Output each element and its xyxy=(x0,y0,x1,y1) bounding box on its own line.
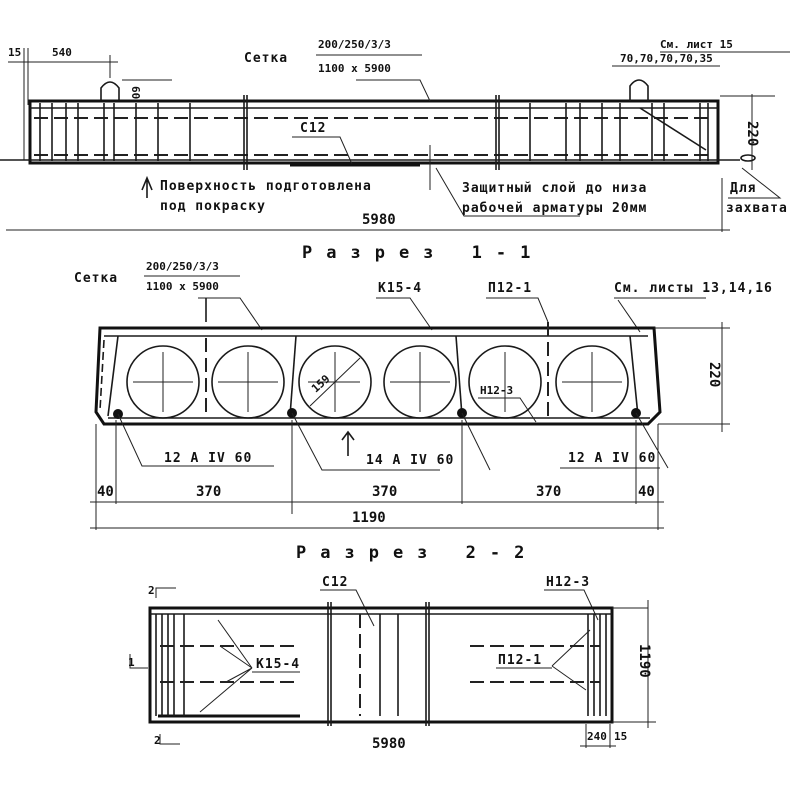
mesh-label: Сетка xyxy=(244,51,288,66)
mesh-spec-bottom-section: 1100 x 5900 xyxy=(146,280,219,293)
lifting-loop-left-icon xyxy=(100,81,120,101)
cut-mark-side: 1 xyxy=(128,656,135,669)
cover-note-line2: рабочей арматуры 20мм xyxy=(462,201,647,216)
frame-p12-label: П12-1 xyxy=(488,281,532,296)
frame-p12-plan-label: П12-1 xyxy=(498,653,542,668)
grip-hole-icon xyxy=(740,154,756,162)
total-width-1190: 1190 xyxy=(352,510,386,526)
mesh-spec-bottom: 1100 x 5900 xyxy=(318,62,391,75)
slab-plan-outline xyxy=(148,606,614,724)
mesh-spec-top-section: 200/250/3/3 xyxy=(146,260,219,273)
cut-mark-bottom: 2 xyxy=(154,734,161,747)
mesh-label-section: Сетка xyxy=(74,271,118,286)
height-220-label: 220 xyxy=(744,121,760,146)
section-2-2-view: Разрез 2-2 С12 Н12-3 2 2 1 xyxy=(128,543,656,752)
slab-section-outline xyxy=(94,326,662,426)
section-1-1-view: Разрез 1-1 Сетка 200/250/3/3 1100 x 5900… xyxy=(74,243,773,530)
section-2-2-title: Разрез 2-2 xyxy=(296,543,538,563)
dim-60-label: 60 xyxy=(129,86,142,99)
frame-h12-plan-label: Н12-3 xyxy=(546,575,590,590)
surface-note-line1: Поверхность подготовлена xyxy=(160,179,372,194)
void-4 xyxy=(383,345,457,419)
length-5980-plan-label: 5980 xyxy=(372,736,406,752)
cover-note-line1: Защитный слой до низа xyxy=(462,181,647,196)
surface-note-line2: под покраску xyxy=(160,199,266,214)
slab-elevation-outline xyxy=(28,99,720,165)
void-2 xyxy=(211,345,285,419)
section-1-1-title: Разрез 1-1 xyxy=(302,243,544,263)
lifting-loop-right-icon xyxy=(629,79,649,101)
grip-note-line1: Для xyxy=(730,181,756,196)
mesh-spec-top: 200/250/3/3 xyxy=(318,38,391,51)
length-5980-label: 5980 xyxy=(362,212,396,228)
rebar-c12-plan-label: С12 xyxy=(322,575,348,590)
void-1 xyxy=(126,345,200,419)
dim-40-right: 40 xyxy=(638,484,655,500)
void-6 xyxy=(555,345,629,419)
dim-15-plan-label: 15 xyxy=(614,730,627,743)
void-5 xyxy=(468,345,542,419)
dim-370-1: 370 xyxy=(196,484,221,500)
frame-h12-label: Н12-3 xyxy=(480,384,513,397)
dim-370-2: 370 xyxy=(372,484,397,500)
grip-note-line2: захвата xyxy=(726,201,788,216)
rebar-mid-label: 14 A IV 60 xyxy=(366,453,454,468)
dim-40-left: 40 xyxy=(97,484,114,500)
void-3 xyxy=(298,345,372,419)
elevation-view: 15 540 60 xyxy=(0,38,790,232)
frame-k15-plan-label: К15-4 xyxy=(256,657,300,672)
hole-diameter-label: 159 xyxy=(309,372,332,395)
sheet-ref-label: См. лист 15 xyxy=(660,38,733,51)
void-circles xyxy=(126,345,629,419)
width-1190-plan-label: 1190 xyxy=(636,644,652,678)
dim-240-label: 240 xyxy=(587,730,607,743)
dim-15-label: 15 xyxy=(8,46,21,59)
frame-k15-label: К15-4 xyxy=(378,281,422,296)
rebar-left-label: 12 A IV 60 xyxy=(164,451,252,466)
rebar-c12-label: С12 xyxy=(300,121,326,136)
rebar-right-label: 12 A IV 60 xyxy=(568,451,656,466)
spacing-dims-label: 70,70,70,70,35 xyxy=(620,52,713,65)
dim-540-label: 540 xyxy=(52,46,72,59)
dim-370-3: 370 xyxy=(536,484,561,500)
cut-mark-top: 2 xyxy=(148,584,155,597)
sheets-ref-label: См. листы 13,14,16 xyxy=(614,281,773,296)
height-220-section-label: 220 xyxy=(706,362,722,387)
